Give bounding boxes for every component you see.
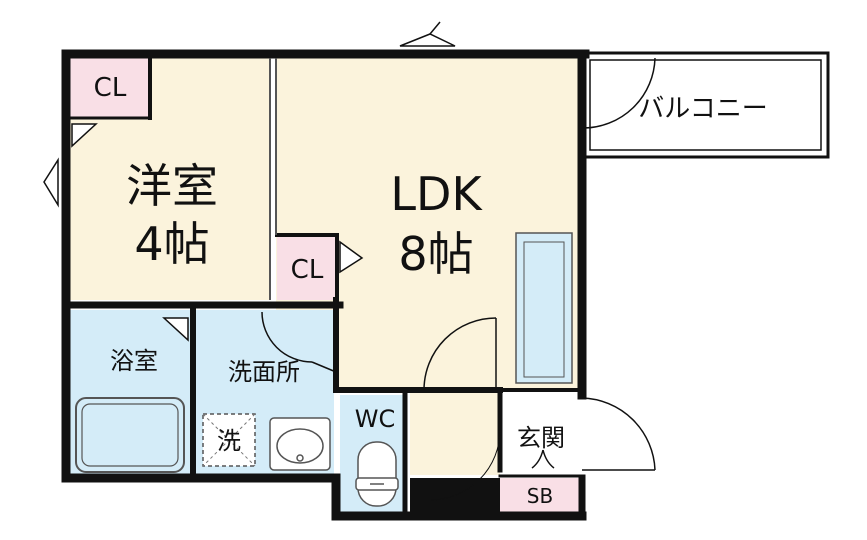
bathroom-label: 浴室 [110, 347, 158, 375]
western-room-name: 洋室 [126, 159, 218, 213]
closet-top-area [70, 58, 150, 118]
shoe-box-label: SB [527, 484, 553, 508]
bathtub [75, 397, 185, 473]
hall-floor [410, 390, 500, 475]
sliding-partition [269, 58, 277, 300]
western-room-size: 4帖 [134, 217, 209, 271]
toilet-fixture [355, 441, 399, 507]
shoe-box-area [500, 478, 580, 512]
entrance-area [500, 395, 580, 475]
closet-mid-label: CL [291, 255, 324, 285]
entrance-label: 玄関 [517, 424, 565, 452]
closet-mid-area [277, 235, 337, 300]
ldk-size: 8帖 [398, 227, 473, 281]
kitchen-sink [523, 241, 565, 378]
closet-top-label: CL [94, 73, 127, 103]
wash-basin [269, 417, 331, 471]
door-swings [71, 123, 656, 501]
window-top [399, 21, 456, 47]
balcony-label: バルコニー [638, 94, 767, 124]
washroom-label: 洗面所 [228, 358, 300, 386]
window-left [43, 157, 59, 208]
washer-label: 洗 [217, 427, 241, 455]
pillar [410, 478, 500, 516]
balcony [581, 51, 830, 159]
ldk-name: LDK [390, 167, 483, 221]
toilet-label: WC [355, 405, 396, 433]
